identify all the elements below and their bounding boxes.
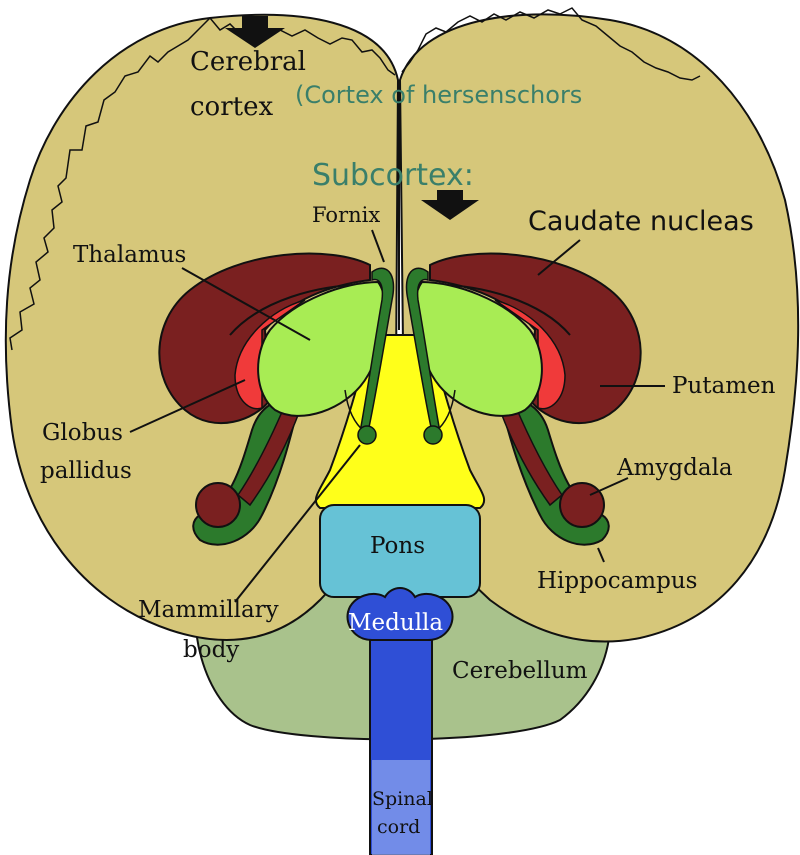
globus-pallidus-right (494, 299, 566, 410)
label-amygdala: Amygdala (616, 455, 733, 481)
label-caudate: Caudate nucleas (528, 206, 754, 237)
label-mammillary: Mammillary (138, 597, 279, 623)
label-fornix: Fornix (312, 203, 380, 227)
arrow-down-icon (225, 16, 285, 48)
amygdala-left (195, 482, 241, 528)
label-spinal: Spinal (372, 788, 433, 810)
medulla (346, 587, 454, 641)
brainstem (314, 334, 486, 509)
leader-lines (129, 229, 665, 603)
amygdala-right (559, 482, 605, 528)
label-globus: Globus (42, 420, 123, 446)
mammillary-body-right (423, 425, 443, 445)
globus-pallidus-left (234, 299, 306, 410)
label-body: body (183, 637, 239, 663)
spinal-cord-shade (372, 760, 430, 855)
caudate-tail-right (499, 404, 564, 507)
label-cerebral: Cerebral (190, 47, 306, 77)
label-hippocampus: Hippocampus (537, 568, 697, 594)
label-cortex-translation: (Cortex of hersenschors (295, 81, 582, 109)
left-cortex-boundary (9, 16, 396, 351)
caudate-tail-left (236, 404, 301, 507)
arrow-down-icon (421, 190, 479, 220)
right-cortex-boundary (401, 7, 701, 81)
label-medulla: Medulla (348, 610, 443, 636)
label-cerebellum: Cerebellum (452, 658, 588, 684)
label-pallidus: pallidus (40, 458, 132, 484)
label-cortex: cortex (190, 92, 273, 122)
label-putamen: Putamen (672, 373, 776, 399)
label-pons: Pons (370, 533, 425, 559)
label-subcortex: Subcortex: (312, 158, 474, 193)
label-cord: cord (377, 816, 420, 838)
label-thalamus: Thalamus (73, 242, 186, 268)
mammillary-body-left (357, 425, 377, 445)
